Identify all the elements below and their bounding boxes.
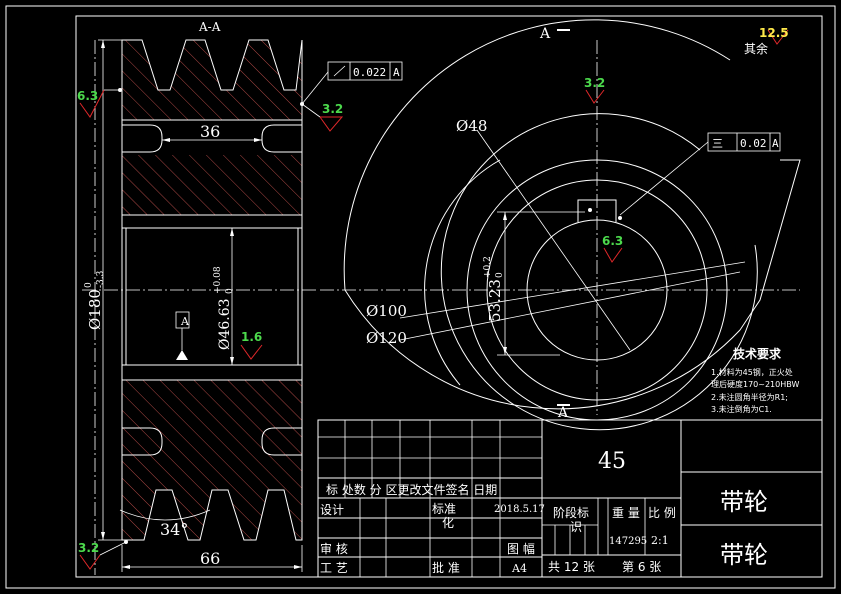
material: 45 — [598, 449, 626, 474]
tech-req-line-1: 1.材料为45钢，正火处 — [711, 367, 793, 377]
pulley-outline — [121, 39, 303, 541]
dim-bore-tol-upper: +0.08 — [213, 266, 223, 294]
weight-value: 147295 — [609, 536, 647, 547]
frame-value: A4 — [511, 562, 527, 575]
sheet-no: 第 6 张 — [622, 560, 661, 574]
part-name-1: 带轮 — [720, 488, 768, 516]
runout-frame — [327, 61, 403, 81]
outer-frame — [5, 5, 836, 589]
outer-contour — [343, 19, 801, 410]
tech-req-heading: 技术要求 — [733, 346, 782, 361]
weight-label: 重 量 — [612, 506, 640, 520]
scale-label: 比 例 — [648, 506, 676, 520]
dim-keyway: 53.23 — [486, 279, 504, 322]
review-label: 审 核 — [320, 541, 348, 556]
dim-outer: Ø180 — [86, 289, 104, 330]
roughness-symbol — [585, 89, 605, 104]
scale-value: 2:1 — [651, 534, 669, 547]
tech-req-line-2: 理后硬度170~210HBW — [711, 379, 799, 389]
runout-datum: A — [393, 66, 400, 79]
dim-total-width: 66 — [200, 549, 220, 568]
section-marker-bottom: A — [557, 405, 569, 421]
datum-label: A — [180, 315, 190, 328]
stage-label-2: 识 — [570, 520, 582, 534]
top-hatch — [122, 40, 302, 120]
roughness-rest: 12.5 — [759, 26, 789, 40]
tech-req-line-4: 3.未注倒角为C1. — [711, 404, 772, 414]
dim-d48: Ø48 — [456, 117, 487, 135]
part-name-2: 带轮 — [720, 541, 768, 569]
dim-bore: Ø46.63 — [217, 298, 233, 350]
symmetry-tol: 0.02 — [740, 137, 767, 150]
roughness-symbol — [767, 29, 789, 45]
dim-bore-tol-lower: 0 — [225, 288, 235, 294]
bottom-hatch — [122, 380, 302, 540]
dim-keyway-tol-lower: 0 — [495, 272, 505, 278]
roughness-rest-label: 其余 — [744, 41, 768, 56]
roughness-bottom-left: 3.2 — [78, 541, 99, 555]
front-view — [320, 19, 801, 431]
roughness-symbol — [79, 89, 105, 118]
design-date: 2018.5.17 — [494, 504, 545, 515]
dim-d100: Ø100 — [366, 302, 407, 320]
roughness-symbol — [319, 116, 344, 132]
process-label: 工 艺 — [320, 561, 348, 575]
roughness-bore: 1.6 — [241, 330, 262, 344]
designer-label: 设计 — [320, 503, 344, 517]
dim-d120: Ø120 — [366, 329, 407, 347]
roughness-right-top: 3.2 — [322, 102, 343, 116]
section-marker-top: A — [539, 26, 551, 42]
runout-tol: 0.022 — [353, 66, 386, 79]
rev-header: 标 处数 分 区更改文件签名 日期 — [326, 482, 497, 497]
datum-triangle — [176, 350, 188, 360]
roughness-symbol — [603, 247, 623, 263]
frame-label: 图 幅 — [507, 541, 535, 556]
approve-label: 批 准 — [432, 560, 460, 575]
roughness-symbol — [240, 344, 263, 360]
section-title: A-A — [198, 20, 221, 34]
symmetry-symbol: 三 — [712, 137, 723, 150]
dim-angle: 34° — [160, 520, 188, 539]
sheets-total: 共 12 张 — [548, 560, 595, 574]
dim-outer-tol-upper: 0 — [84, 282, 94, 288]
datum-box — [175, 311, 190, 329]
title-block — [317, 419, 823, 578]
mid-hatch-top — [122, 155, 302, 215]
roughness-left-top: 6.3 — [77, 89, 98, 103]
tech-req-line-3: 2.未注圆角半径为R1; — [711, 392, 788, 402]
standard-label-2: 化 — [442, 516, 454, 530]
roughness-key-top: 3.2 — [584, 76, 605, 90]
dim-width: 36 — [200, 122, 220, 141]
stage-label: 阶段标 — [553, 505, 589, 520]
roughness-symbol — [79, 554, 101, 570]
dim-keyway-tol-upper: +0.2 — [483, 256, 493, 278]
standard-label: 标准 — [432, 502, 456, 516]
dim-outer-tol-lower: -3.3 — [96, 270, 106, 288]
roughness-key-side: 6.3 — [602, 234, 623, 248]
symmetry-datum: A — [772, 137, 779, 150]
